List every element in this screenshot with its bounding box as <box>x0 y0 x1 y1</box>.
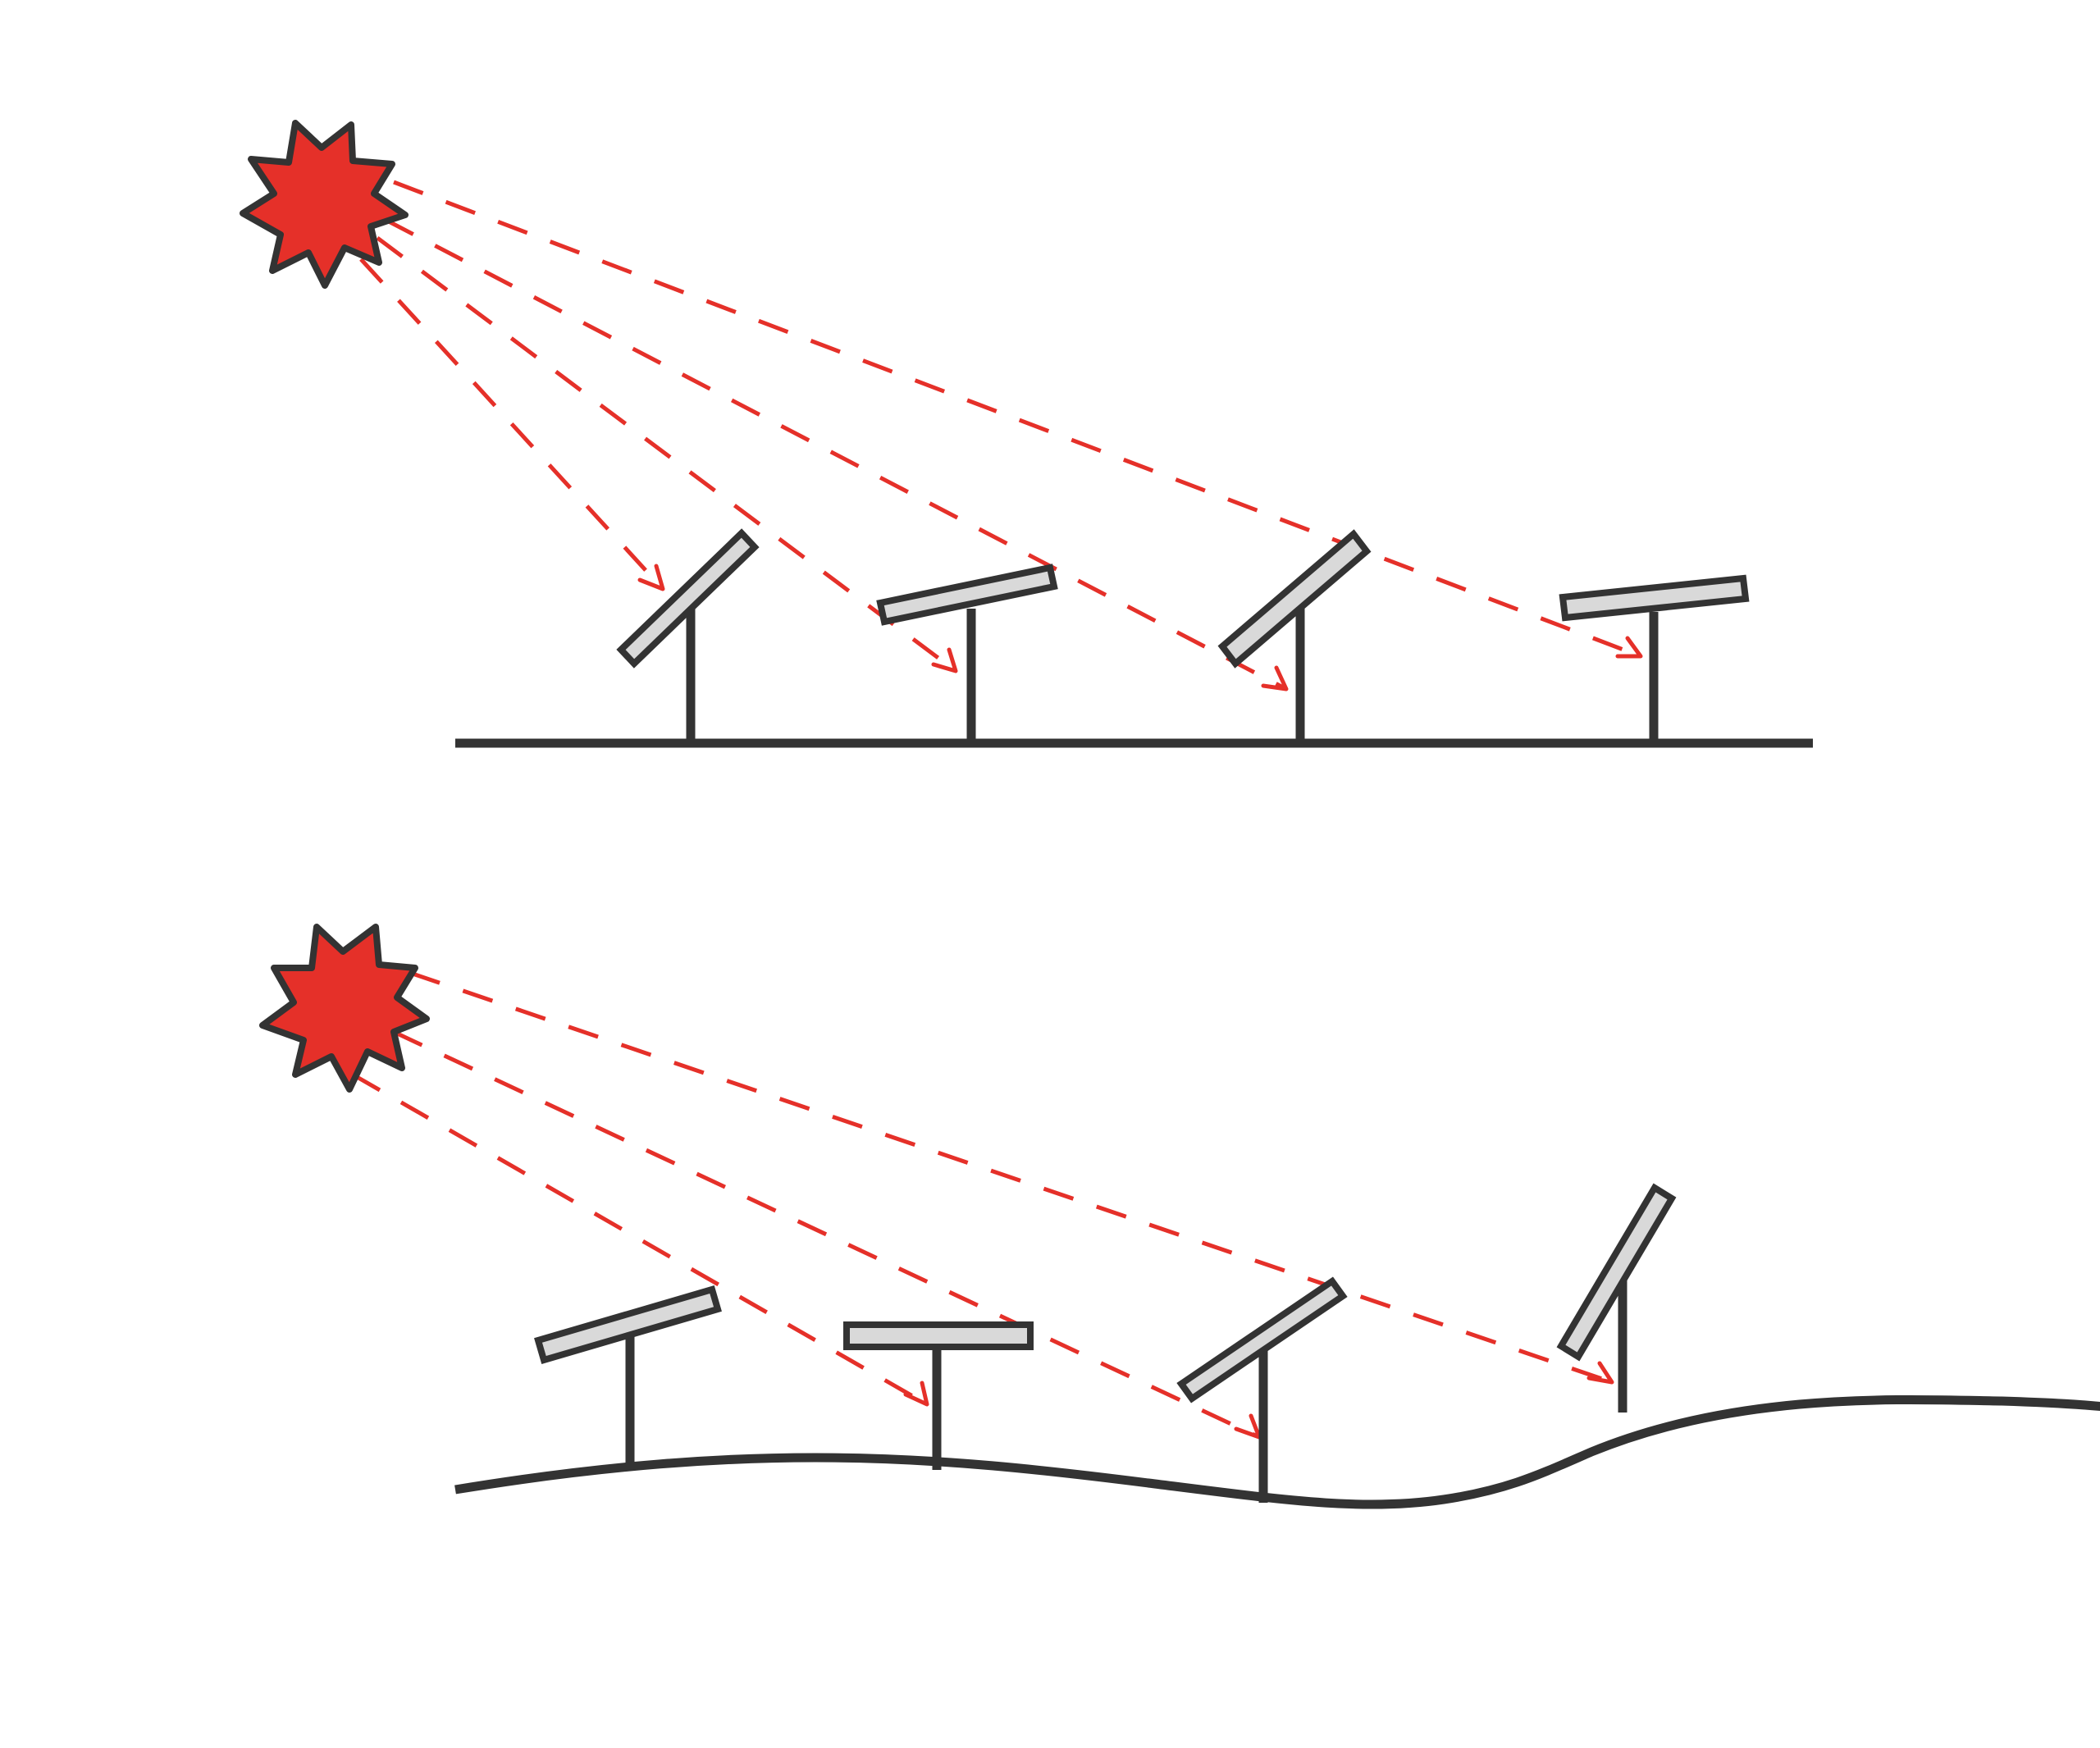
solar-tracker <box>616 528 760 743</box>
arrowhead <box>1261 665 1289 691</box>
uneven-ground-line <box>454 1394 2100 1509</box>
solar-panel <box>1556 1183 1677 1362</box>
scene-uneven-terrain <box>259 924 2100 1509</box>
solar-tracker <box>534 1285 722 1468</box>
arrowhead <box>637 564 665 591</box>
solar-panel <box>616 528 760 669</box>
sunlight-rays <box>351 970 1614 1440</box>
sunlight-rays <box>359 180 1643 691</box>
scene-flat-terrain <box>240 120 1813 748</box>
sunlight-ray <box>384 217 1288 691</box>
solar-tracker <box>1217 529 1372 743</box>
solar-tracker <box>1556 1183 1677 1413</box>
solar-tracker <box>1559 574 1750 743</box>
solar-panel <box>1559 574 1750 622</box>
arrowhead <box>903 1381 929 1407</box>
solar-panel <box>534 1285 722 1364</box>
solar-panel <box>843 1321 1034 1350</box>
sunlight-ray <box>392 1029 1261 1440</box>
sun-icon <box>259 924 430 1093</box>
solar-tracker <box>843 1321 1034 1470</box>
solar-panel <box>1217 529 1372 669</box>
sunlight-ray <box>409 970 1613 1385</box>
solar-panel <box>876 564 1058 626</box>
solar-tracker <box>876 564 1058 743</box>
arrowhead <box>1615 636 1643 659</box>
arrowhead <box>931 647 958 673</box>
sunlight-ray <box>376 235 957 673</box>
arrowhead <box>1234 1413 1262 1440</box>
sunlight-ray <box>351 1072 929 1407</box>
sunlight-ray <box>359 258 664 591</box>
solar-panel <box>1176 1276 1348 1403</box>
sun-icon <box>240 120 409 289</box>
arrowhead <box>1586 1361 1614 1385</box>
solar-tracker <box>1176 1276 1348 1503</box>
